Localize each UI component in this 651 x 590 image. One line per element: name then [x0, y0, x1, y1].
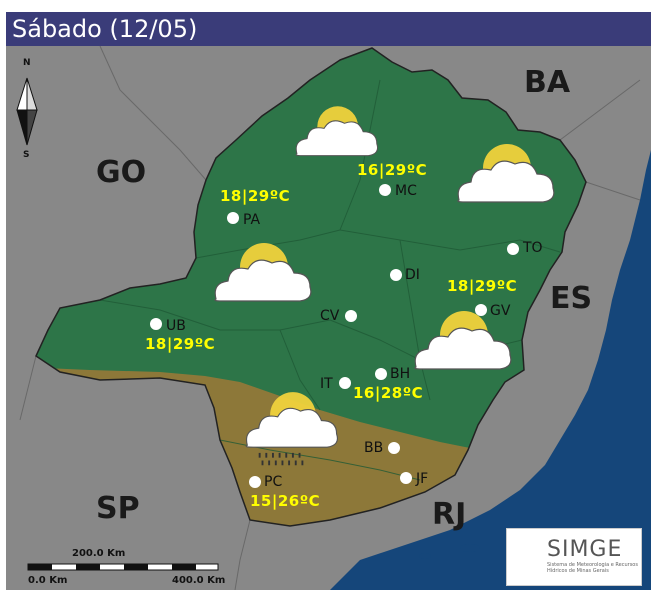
- scale-bar: [27, 563, 219, 571]
- state-label-go: GO: [96, 155, 147, 190]
- temperature-label: 15|26ºC: [250, 492, 321, 510]
- scale-label-middle: 200.0 Km: [72, 548, 126, 559]
- island: [419, 553, 431, 559]
- city-label-pa: PA: [243, 212, 261, 228]
- temperature-label: 16|29ºC: [357, 161, 428, 179]
- logo-name: SIMGE: [547, 537, 623, 562]
- city-marker-it: [339, 377, 351, 389]
- state-label-ba: BA: [524, 65, 571, 100]
- city-marker-ub: [150, 318, 162, 330]
- city-label-cv: CV: [320, 308, 340, 324]
- state-label-sp: SP: [96, 491, 140, 526]
- city-label-to: TO: [523, 240, 543, 256]
- compass-south-label: S: [23, 150, 30, 160]
- state-borders: [19, 45, 641, 590]
- state-label-rj: RJ: [432, 497, 467, 532]
- island: [460, 544, 480, 552]
- compass-rose-icon: [16, 77, 38, 146]
- city-label-gv: GV: [490, 303, 511, 319]
- city-marker-pc: [249, 476, 261, 488]
- scale-label-end: 400.0 Km: [172, 575, 226, 586]
- city-marker-bb: [388, 442, 400, 454]
- sun-cloud-rain-icon: [245, 392, 339, 466]
- sun-behind-cloud-icon: [295, 106, 379, 157]
- city-marker-mc: [379, 184, 391, 196]
- temperature-label: 18|29ºC: [220, 187, 291, 205]
- city-marker-bh: [375, 368, 387, 380]
- city-marker-jf: [400, 472, 412, 484]
- sun-behind-cloud-icon: [414, 311, 512, 370]
- temperature-label: 18|29ºC: [447, 277, 518, 295]
- scale-label-start: 0.0 Km: [28, 575, 68, 586]
- page-title: Sábado (12/05): [12, 15, 198, 43]
- sun-behind-cloud-icon: [457, 144, 555, 203]
- sun-behind-cloud-icon: [214, 243, 312, 302]
- simge-logo: SIMGE Sistema de Meteorologia e Recursos…: [506, 528, 642, 586]
- ocean: [330, 150, 651, 590]
- logo-subtitle: Sistema de Meteorologia e Recursos Hídri…: [547, 562, 638, 574]
- city-label-bh: BH: [390, 366, 411, 382]
- minas-gerais-border: [35, 47, 587, 527]
- city-marker-pa: [227, 212, 239, 224]
- city-marker-di: [390, 269, 402, 281]
- city-label-ub: UB: [166, 318, 186, 334]
- city-label-bb: BB: [364, 440, 384, 456]
- city-label-jf: JF: [416, 471, 429, 487]
- state-label-es: ES: [550, 281, 593, 316]
- city-label-di: DI: [405, 267, 420, 283]
- title-bar: Sábado (12/05): [6, 12, 651, 46]
- city-marker-gv: [475, 304, 487, 316]
- city-marker-cv: [345, 310, 357, 322]
- compass-north-label: N: [23, 58, 31, 68]
- city-label-it: IT: [320, 376, 333, 392]
- temperature-label: 18|29ºC: [145, 335, 216, 353]
- city-label-pc: PC: [264, 474, 283, 490]
- temperature-label: 16|28ºC: [353, 384, 424, 402]
- city-marker-to: [507, 243, 519, 255]
- city-label-mc: MC: [395, 183, 417, 199]
